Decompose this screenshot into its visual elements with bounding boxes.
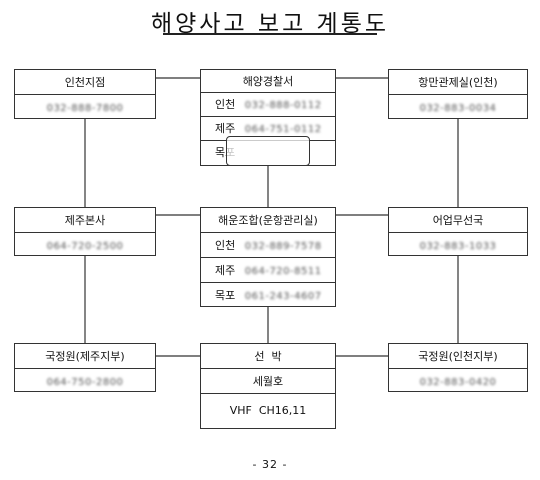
box-port-control: 항만관제실(인천) 032-883-0034	[388, 69, 528, 119]
phone-number: 064-720-8511	[244, 266, 322, 277]
box-title: 항만관제실(인천)	[389, 70, 527, 95]
phone-row: 064-750-2800	[15, 369, 155, 394]
box-incheon-station: 인천지점 032-888-7800	[14, 69, 156, 119]
region-label: 인천	[215, 239, 236, 252]
region-label: 제주	[215, 264, 236, 277]
phone-row: 032-883-0034	[389, 95, 527, 120]
phone-number: 032-883-0420	[419, 377, 497, 388]
phone-number: 061-243-4607	[244, 291, 322, 302]
phone-number: 032-883-1033	[419, 241, 497, 252]
phone-row: 032-883-0420	[389, 369, 527, 394]
title-underline	[163, 33, 377, 35]
phone-number: 032-889-7578	[244, 241, 322, 252]
phone-row: 인천 032-888-0112	[201, 93, 335, 117]
phone-number: 064-720-2500	[46, 241, 124, 252]
ship-radio-channel: VHF CH16,11	[229, 404, 307, 417]
box-title: 해양경찰서	[201, 70, 335, 93]
box-shipping-union: 해운조합(운항관리실) 인천 032-889-7578 제주 064-720-8…	[200, 207, 336, 307]
phone-row: 064-720-2500	[15, 233, 155, 258]
page-title: 해양사고 보고 계통도	[150, 11, 390, 37]
phone-number: 064-751-0112	[244, 124, 322, 135]
box-title: 국정원(인천지부)	[389, 344, 527, 369]
box-title: 선 박	[201, 344, 335, 369]
ship-name: 세월호	[201, 369, 335, 394]
phone-number: 064-750-2800	[46, 377, 124, 388]
phone-row: 032-888-7800	[15, 95, 155, 120]
region-label: 목포	[215, 289, 236, 302]
phone-row: 목포 061-243-4607	[201, 283, 335, 308]
page-number: - 32 -	[252, 458, 288, 471]
box-title: 해운조합(운항관리실)	[201, 208, 335, 233]
box-coast-guard: 해양경찰서 인천 032-888-0112 제주 064-751-0112 목포	[200, 69, 336, 166]
region-label: 인천	[215, 98, 236, 111]
box-nis-jeju: 국정원(제주지부) 064-750-2800	[14, 343, 156, 392]
box-title: 제주본사	[15, 208, 155, 233]
phone-number: 032-883-0034	[419, 103, 497, 114]
phone-number: 032-888-7800	[46, 103, 124, 114]
phone-row: 032-883-1033	[389, 233, 527, 258]
box-title: 어업무선국	[389, 208, 527, 233]
box-title: 인천지점	[15, 70, 155, 95]
box-nis-incheon: 국정원(인천지부) 032-883-0420	[388, 343, 528, 392]
region-label: 제주	[215, 122, 236, 135]
phone-row: 인천 032-889-7578	[201, 233, 335, 258]
box-ship: 선 박 세월호 VHF CH16,11	[200, 343, 336, 429]
box-title: 국정원(제주지부)	[15, 344, 155, 369]
phone-number: 032-888-0112	[244, 100, 322, 111]
phone-row: 제주 064-720-8511	[201, 258, 335, 283]
box-jeju-hq: 제주본사 064-720-2500	[14, 207, 156, 256]
box-fishing-radio: 어업무선국 032-883-1033	[388, 207, 528, 256]
confidential-stamp	[226, 136, 310, 166]
